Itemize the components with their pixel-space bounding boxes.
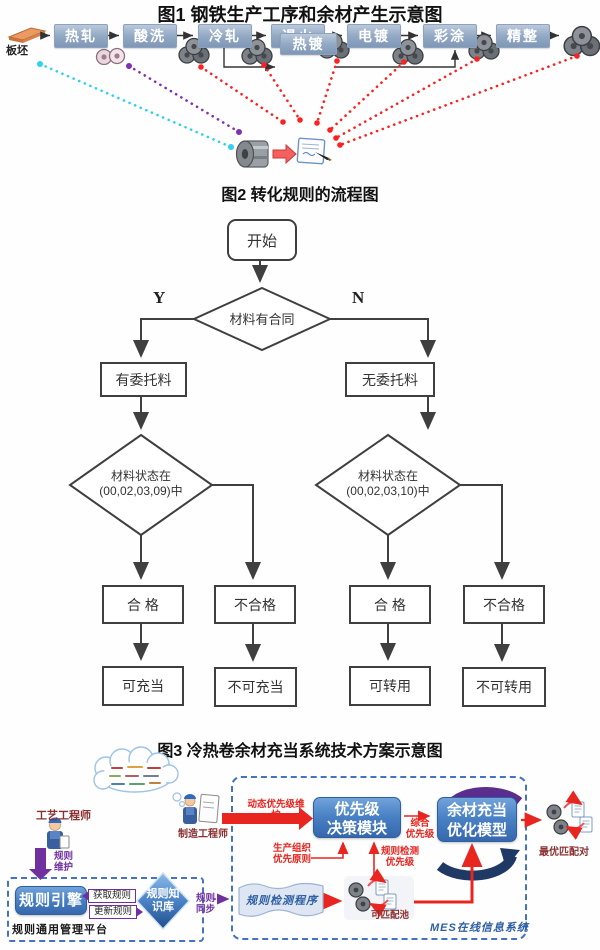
rule-sync-label: 规则 同步 xyxy=(196,893,216,915)
thought-cloud-icon xyxy=(93,746,186,807)
process-step-box: 酸洗 xyxy=(123,24,177,48)
process-step-box-hot-dip: 热镀 xyxy=(280,33,337,55)
combined-priority-label: 综合 优先级 xyxy=(405,818,435,840)
surplus-dotted-lines xyxy=(38,54,579,149)
match-pool-icons xyxy=(344,868,414,920)
process-step-box: 热轧 xyxy=(54,24,108,48)
figure3-system-diagram: 图3 冷热卷余材充当系统技术方案示意图 xyxy=(0,730,600,950)
process-engineer-icon xyxy=(47,817,70,849)
figure1-title: 图1 钢铁生产工序和余材产生示意图 xyxy=(157,5,443,25)
dynamic-priority-label: 动态优先级维护 xyxy=(247,799,305,821)
start-node: 开始 xyxy=(227,219,297,261)
steel-coil-icon xyxy=(235,140,269,168)
mes-system-label: MES在线信息系统 xyxy=(430,922,529,934)
match-pool-label: 可匹配池 xyxy=(371,910,410,921)
decision-contract-label: 材料有合同 xyxy=(229,312,295,327)
slab-label: 板坯 xyxy=(6,45,28,57)
manufacturing-engineer-label: 制造工程师 xyxy=(178,829,228,840)
figure2-flowchart: 图2 转化规则的流程图 xyxy=(0,178,600,730)
process-step-box: 电镀 xyxy=(347,24,401,48)
branch-yes-label: Y xyxy=(153,288,166,307)
dotted-line-endpoints xyxy=(37,53,580,150)
production-principle-label: 生产组织 优先原则 xyxy=(272,843,311,865)
dynamic-priority-arrow xyxy=(222,807,313,830)
update-rules-ribbon: 更新规则 xyxy=(89,905,143,919)
figure2-lines-layer xyxy=(68,257,510,662)
decision-contract-diamond xyxy=(191,286,333,352)
priority-module-box: 优先级 决策模块 xyxy=(313,797,401,838)
pool-to-model-arrow xyxy=(414,843,483,904)
qualified-box-1: 合 格 xyxy=(102,585,184,624)
figure2-title: 图2 转化规则的流程图 xyxy=(221,187,379,204)
get-rules-ribbon: 获取规则 xyxy=(82,889,136,903)
platform-label: 规则通用管理平台 xyxy=(12,924,108,936)
figure1-steel-process-diagram: 图1 钢铁生产工序和余材产生示意图 xyxy=(0,0,600,178)
state-left-label: 材料状态在 (00,02,03,09)中 xyxy=(99,469,183,498)
figure3-title: 图3 冷热卷余材充当系统技术方案示意图 xyxy=(157,743,443,760)
unqualified-box-2: 不合格 xyxy=(463,585,545,624)
can-transfer-box: 可转用 xyxy=(349,666,431,706)
rule-maintain-arrow xyxy=(29,848,52,880)
rule-check-program-shape xyxy=(238,882,324,917)
production-principle-arrow xyxy=(311,841,349,859)
rule-document-icon xyxy=(296,137,332,165)
process-step-box: 彩涂 xyxy=(423,24,477,48)
optimize-model-box: 余材充当 优化模型 xyxy=(437,797,517,842)
rule-check-program-label: 规则检测程序 xyxy=(246,895,318,907)
figure3-lines-layer xyxy=(29,746,593,931)
knowledge-base-label: 规则知 识库 xyxy=(146,888,180,913)
unqualified-box-1: 不合格 xyxy=(214,585,296,624)
branch-no-label: N xyxy=(352,288,365,307)
cannot-serve-box: 不可充当 xyxy=(214,667,297,707)
decision-state-right-diamond xyxy=(314,433,462,537)
process-engineer-label: 工艺工程师 xyxy=(36,810,91,822)
manufacturing-engineer-icon xyxy=(183,793,220,824)
state-right-label: 材料状态在 (00,02,03,10)中 xyxy=(346,469,430,498)
best-match-icons xyxy=(546,790,593,840)
entrust-yes-box: 有委托料 xyxy=(100,362,187,397)
coil-icon xyxy=(563,25,600,57)
rule-engine-box: 规则引擎 xyxy=(15,886,87,915)
rule-maintain-label: 规则 维护 xyxy=(54,851,74,873)
can-serve-box: 可充当 xyxy=(102,666,184,706)
figure1-lines-layer xyxy=(7,25,600,168)
process-step-box: 冷轧 xyxy=(198,24,252,48)
entrust-no-box: 无委托料 xyxy=(345,362,435,397)
red-block-arrow-icon xyxy=(272,143,297,165)
rule-check-priority-label: 规则检测 优先级 xyxy=(380,846,419,868)
coil-icon xyxy=(95,47,126,66)
process-step-box: 精整 xyxy=(496,24,550,48)
best-match-label: 最优匹配对 xyxy=(539,847,589,858)
decision-state-left-diamond xyxy=(68,433,214,537)
rule-platform-container xyxy=(7,877,204,942)
mes-system-container xyxy=(231,776,527,940)
cannot-transfer-box: 不可转用 xyxy=(462,667,546,707)
knowledge-base-diamond xyxy=(135,871,191,931)
slab-icon xyxy=(7,27,47,43)
qualified-box-2: 合 格 xyxy=(349,585,431,624)
